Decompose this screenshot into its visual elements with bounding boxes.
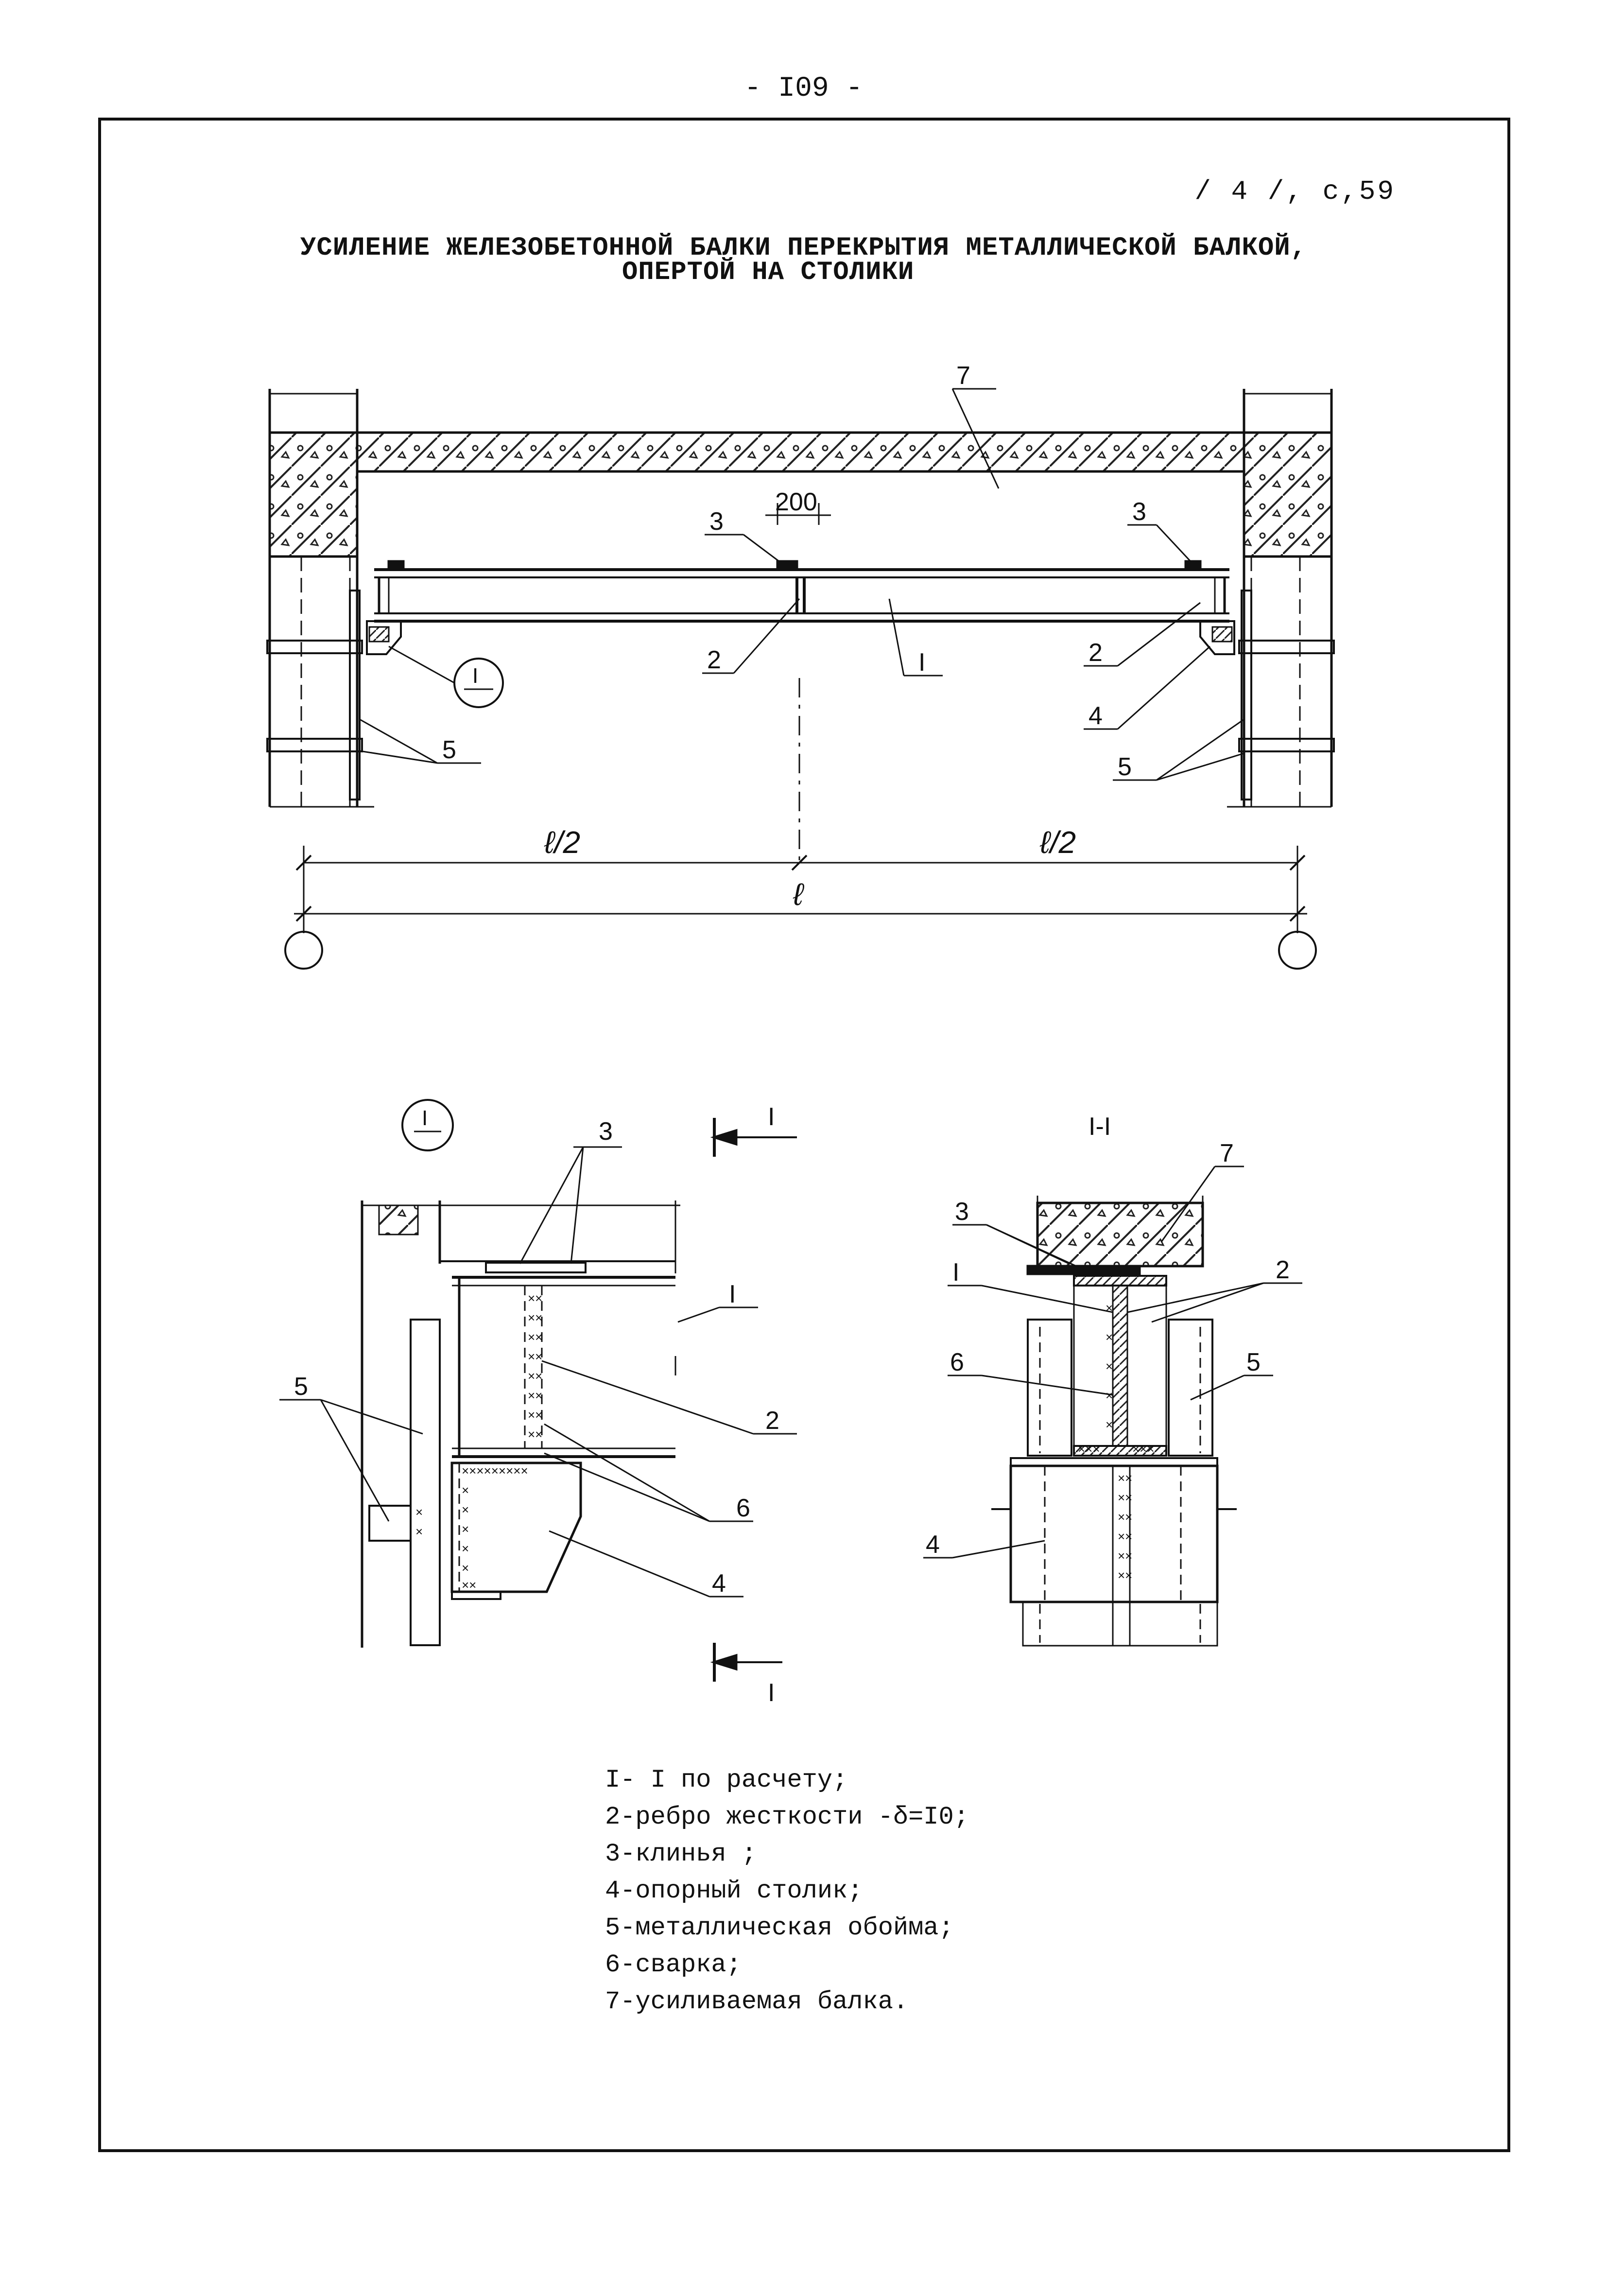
legend-item-4: 4-опорный столик; — [605, 1877, 863, 1905]
svg-text:×: × — [1106, 1359, 1113, 1374]
section-label-7: 7 — [1220, 1139, 1234, 1167]
label-2-right: 2 — [1089, 639, 1103, 667]
label-3-right: 3 — [1132, 498, 1146, 526]
section-label-I: I — [952, 1258, 959, 1287]
detail-I-welds: ×××××× ×××××× ×××× ××××××××× ××× ×××× ×× — [415, 1291, 542, 1592]
section-label-4: 4 — [926, 1531, 940, 1559]
label-4: 4 — [1089, 702, 1103, 730]
node-callout-circle — [453, 658, 504, 708]
detail-label-4: 4 — [712, 1569, 726, 1598]
svg-text:××: ×× — [528, 1291, 542, 1305]
svg-text:××: ×× — [1118, 1568, 1132, 1583]
legend: I- I по расчету; 2-ребро жесткости -δ=I0… — [605, 1762, 969, 2020]
svg-text:×: × — [462, 1483, 469, 1497]
svg-text:×: × — [462, 1561, 469, 1575]
detail-label-5: 5 — [294, 1373, 308, 1401]
label-node-I: I — [472, 664, 478, 688]
dim-half-right: ℓ/2 — [1039, 825, 1076, 860]
detail-callout-I: I — [422, 1106, 428, 1130]
label-5-right: 5 — [1118, 753, 1132, 781]
legend-item-7: 7-усиливаемая балка. — [605, 1987, 909, 2016]
svg-text:×: × — [462, 1522, 469, 1536]
section-mark-top: I — [768, 1103, 775, 1131]
section-mark-bottom: I — [768, 1679, 775, 1707]
steel-beam — [374, 568, 1229, 623]
svg-text:××: ×× — [528, 1408, 542, 1422]
label-I-beam: I — [918, 648, 925, 677]
source-reference: / 4 /, с,59 — [1194, 176, 1396, 207]
axis-marker-left — [284, 931, 323, 970]
left-column — [266, 389, 374, 808]
section-II-welds: ×××××× ××××× ×××××× ×××××× — [1078, 1301, 1155, 1583]
detail-label-I: I — [729, 1280, 736, 1308]
label-3-mid: 3 — [709, 507, 724, 536]
detail-label-2: 2 — [765, 1407, 779, 1435]
svg-text:×: × — [415, 1505, 423, 1519]
svg-text:××: ×× — [528, 1310, 542, 1325]
detail-I-labels: I I I 3 I 2 5 6 4 — [294, 1103, 779, 1707]
svg-text:××: ×× — [1118, 1529, 1132, 1544]
svg-text:××: ×× — [1118, 1490, 1132, 1505]
section-II-labels: I-I 7 3 2 I 6 5 4 — [926, 1113, 1290, 1559]
label-5-left: 5 — [442, 736, 456, 764]
drawing-title-line1: УСИЛЕНИЕ ЖЕЛЕЗОБЕТОННОЙ БАЛКИ ПЕРЕКРЫТИЯ… — [300, 233, 1307, 263]
axis-marker-right — [1278, 931, 1317, 970]
svg-text:××: ×× — [528, 1427, 542, 1442]
legend-item-5: 5-металлическая обойма; — [605, 1913, 954, 1942]
label-2-left: 2 — [707, 646, 721, 674]
section-label-3: 3 — [955, 1198, 969, 1226]
wedge-right — [1184, 560, 1202, 571]
legend-item-3: 3-клинья ; — [605, 1840, 757, 1868]
svg-text:×: × — [415, 1524, 423, 1539]
section-label-6: 6 — [950, 1348, 964, 1376]
svg-text:××: ×× — [528, 1349, 542, 1364]
detail-label-3: 3 — [599, 1117, 613, 1146]
svg-text:×: × — [1106, 1301, 1113, 1315]
sheet-frame — [98, 118, 1510, 2152]
svg-text:×: × — [1106, 1330, 1113, 1344]
svg-text:××: ×× — [528, 1330, 542, 1344]
svg-text:××: ×× — [1118, 1548, 1132, 1563]
svg-text:×: × — [462, 1502, 469, 1517]
svg-text:××: ×× — [528, 1388, 542, 1403]
detail-label-6: 6 — [736, 1494, 750, 1522]
svg-text:×××: ××× — [1078, 1442, 1100, 1456]
section-II — [923, 1165, 1302, 1647]
section-label-2: 2 — [1276, 1256, 1290, 1284]
drawing-title-line2: ОПЕРТОЙ НА СТОЛИКИ — [622, 258, 915, 287]
legend-item-1: I- I по расчету; — [605, 1766, 848, 1794]
detail-I — [279, 1099, 797, 1682]
svg-text:×××××××××: ××××××××× — [462, 1463, 528, 1478]
svg-text:×××: ××× — [1132, 1442, 1155, 1456]
label-7: 7 — [956, 362, 970, 390]
svg-text:×: × — [1106, 1417, 1113, 1432]
main-elevation — [266, 388, 1335, 970]
legend-item-2: 2-ребро жесткости -δ=I0; — [605, 1803, 969, 1831]
wedge-left — [387, 560, 405, 571]
section-title: I-I — [1089, 1113, 1111, 1141]
svg-text:××: ×× — [462, 1578, 476, 1592]
dim-span: ℓ — [793, 877, 804, 912]
rc-beam — [356, 431, 1245, 473]
svg-text:××: ×× — [528, 1369, 542, 1383]
svg-text:××: ×× — [1118, 1471, 1132, 1485]
svg-text:××: ×× — [1118, 1510, 1132, 1524]
section-label-5: 5 — [1246, 1348, 1261, 1376]
main-labels: 7 3 200 3 2 I 2 4 5 5 I ℓ/2 ℓ/2 ℓ — [442, 362, 1146, 912]
label-200: 200 — [775, 488, 817, 516]
svg-text:×: × — [462, 1541, 469, 1556]
dim-half-left: ℓ/2 — [544, 825, 580, 860]
svg-text:×: × — [1106, 1388, 1113, 1403]
legend-item-6: 6-сварка; — [605, 1950, 742, 1979]
page-number: - I09 - — [744, 73, 863, 104]
